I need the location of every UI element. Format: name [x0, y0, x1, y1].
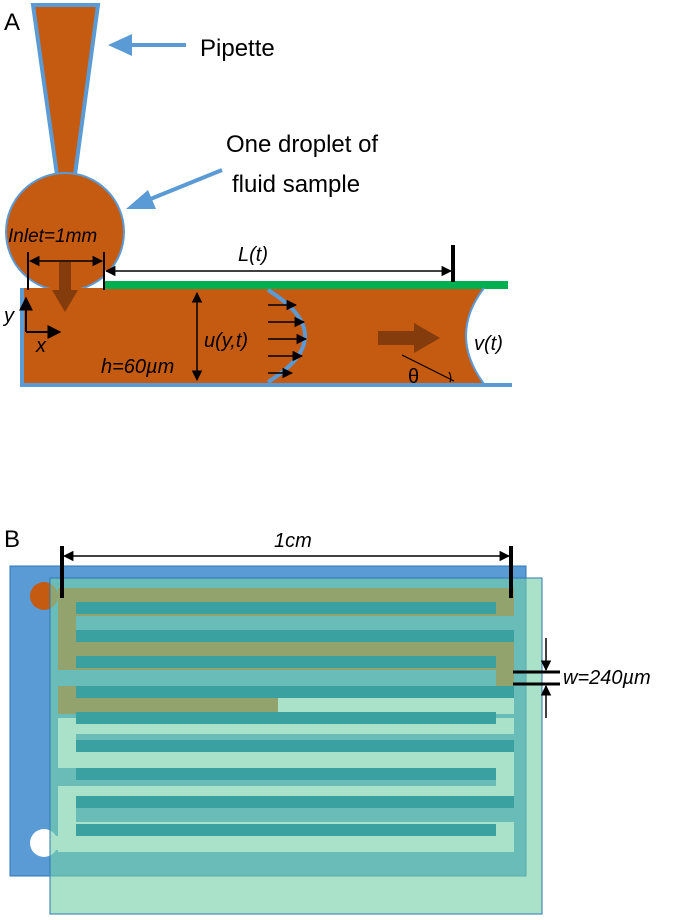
pipette-label: Pipette	[200, 35, 275, 62]
axis-x-label: x	[35, 335, 47, 357]
channel-fluid	[22, 288, 484, 384]
cover-layer	[104, 281, 508, 289]
coordinate-axes	[19, 296, 62, 339]
axis-y-label: y	[2, 305, 15, 327]
droplet-label-line2: fluid sample	[232, 171, 360, 198]
inflow-arrow	[52, 262, 78, 312]
panel-b: B	[4, 526, 651, 915]
panel-b-letter: B	[4, 526, 20, 553]
pipette-pointer-arrow	[108, 34, 186, 56]
droplet-pointer-arrow	[126, 168, 223, 209]
width-label: w=240µm	[563, 667, 651, 689]
droplet-label-line1: One droplet of	[226, 131, 378, 158]
length-label: L(t)	[238, 244, 268, 266]
velocity-profile-arrows	[268, 299, 308, 379]
height-label: h=60µm	[101, 356, 174, 378]
panel-a-letter: A	[4, 9, 20, 36]
contact-angle-line	[401, 354, 455, 382]
panel-a: A Pipette One droplet of fluid sample	[0, 3, 512, 388]
velocity-profile-label: u(y,t)	[204, 330, 248, 352]
meniscus	[465, 287, 485, 385]
length-1cm-label: 1cm	[274, 530, 312, 552]
channel-walls	[76, 602, 514, 836]
angle-label: θ	[408, 366, 419, 388]
inlet-label: Inlet=1mm	[8, 226, 97, 247]
front-velocity-arrow	[378, 323, 440, 353]
front-velocity-label: v(t)	[474, 333, 503, 355]
width-dimension	[513, 638, 560, 718]
pipette	[30, 3, 101, 184]
channel-wall	[20, 288, 512, 387]
